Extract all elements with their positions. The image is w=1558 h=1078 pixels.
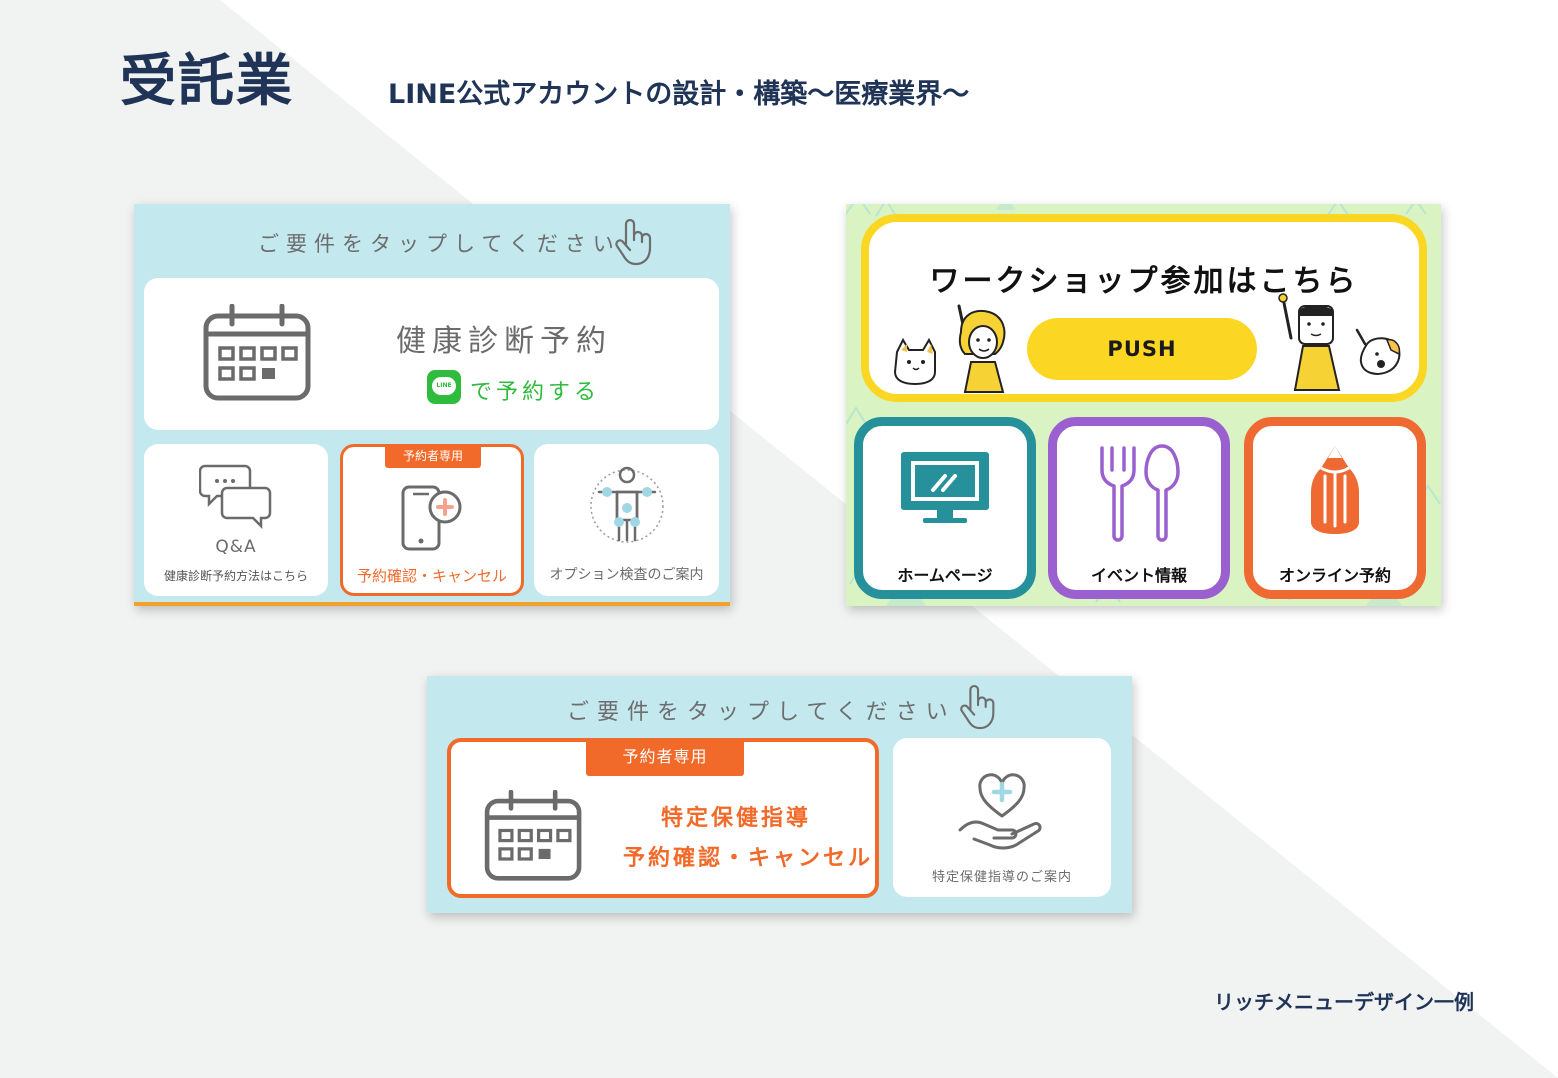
calendar-icon xyxy=(203,304,311,401)
boy-illustration-icon xyxy=(1278,293,1341,391)
optional-exam-guide-button[interactable]: オプション検査のご案内 xyxy=(534,444,719,596)
online-reservation-label: オンライン予約 xyxy=(1278,566,1391,585)
pencil-icon xyxy=(1311,446,1359,534)
members-only-tag: 予約者専用 xyxy=(586,738,744,776)
reservation-confirm-label: 予約確認・キャンセル xyxy=(623,846,874,871)
girl-illustration-icon xyxy=(957,304,1006,393)
homepage-button[interactable]: ホームページ xyxy=(854,417,1036,599)
guidance-title: 特定保健指導 xyxy=(661,806,812,831)
page-title: 受託業 xyxy=(120,49,294,114)
health-checkup-reservation-button[interactable]: 健康診断予約 LINE で予約する xyxy=(144,278,719,430)
health-checkup-title: 健康診断予約 xyxy=(396,324,612,359)
reservation-confirm-cancel-button[interactable]: 予約者専用 予約確認・キャンセル xyxy=(340,444,524,596)
tap-prompt: ご要件をタップしてください xyxy=(567,700,956,725)
reserve-via-line-text: で予約する xyxy=(470,380,601,405)
fork-spoon-icon xyxy=(1100,444,1180,542)
body-joints-icon xyxy=(589,466,664,543)
heart-hand-icon xyxy=(958,773,1042,850)
workshop-banner: ワークショップ参加はこちら PUSH xyxy=(861,214,1427,402)
rich-menu-workshop: ワークショップ参加はこちら PUSH xyxy=(846,204,1441,606)
monitor-icon xyxy=(901,452,989,523)
online-reservation-button[interactable]: オンライン予約 xyxy=(1244,417,1426,599)
dog-illustration-icon xyxy=(1355,328,1401,375)
cat-illustration-icon xyxy=(893,337,936,386)
qa-button[interactable]: Q&A 健康診断予約方法はこちら xyxy=(144,444,328,596)
rich-menu-health-checkup: ご要件をタップしてください 健康診断予約 LINE で予約する Q xyxy=(134,204,730,606)
chat-bubbles-icon xyxy=(199,464,272,530)
event-info-label: イベント情報 xyxy=(1090,566,1187,585)
homepage-label: ホームページ xyxy=(897,566,993,585)
caption: リッチメニューデザイン一例 xyxy=(1214,990,1474,1014)
event-info-button[interactable]: イベント情報 xyxy=(1048,417,1230,599)
push-button[interactable]: PUSH xyxy=(1027,318,1257,380)
guidance-info-button[interactable]: 特定保健指導のご案内 xyxy=(893,738,1111,897)
optional-exam-label: オプション検査のご案内 xyxy=(549,567,704,583)
members-only-tag: 予約者専用 xyxy=(385,444,481,468)
tap-prompt: ご要件をタップしてください xyxy=(258,232,621,256)
qa-label: 健康診断予約方法はこちら xyxy=(163,569,308,583)
smartphone-plus-icon xyxy=(401,485,462,551)
pointing-hand-icon xyxy=(960,684,995,730)
workshop-title: ワークショップ参加はこちら xyxy=(929,264,1359,299)
guidance-reservation-button[interactable]: 予約者専用 特定保健指導 予約確認・キャンセル xyxy=(447,738,879,898)
page-subtitle: LINE公式アカウントの設計・構築〜医療業界〜 xyxy=(388,79,970,110)
rich-menu-specific-health-guidance: ご要件をタップしてください 予約者専用 特定保健指導 予約確認・キャンセル 特定… xyxy=(427,676,1132,913)
reservation-confirm-label: 予約確認・キャンセル xyxy=(356,567,507,585)
guidance-info-label: 特定保健指導のご案内 xyxy=(931,870,1072,885)
qa-title: Q&A xyxy=(215,537,257,557)
calendar-icon xyxy=(484,790,582,881)
line-logo-icon: LINE xyxy=(427,370,461,404)
pointing-hand-icon xyxy=(615,218,652,266)
